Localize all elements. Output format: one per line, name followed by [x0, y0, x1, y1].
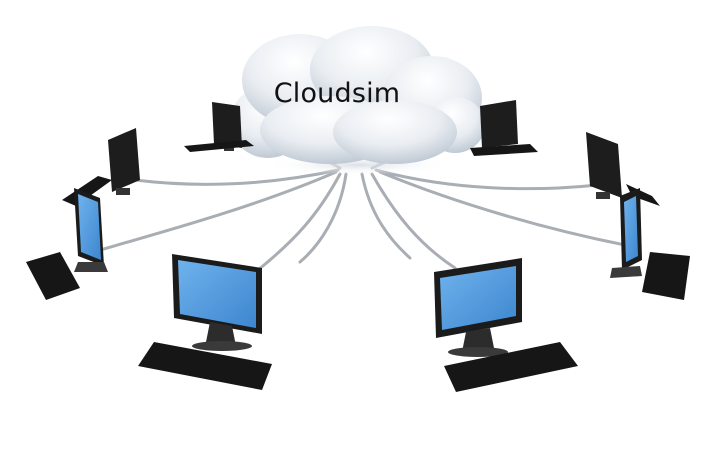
- monitor-back: [480, 100, 518, 148]
- monitor-stand: [596, 192, 610, 199]
- monitor-stand: [206, 322, 236, 346]
- cable-mid-right: [374, 168, 600, 191]
- computer-back-left: [184, 102, 254, 152]
- monitor-stand: [610, 266, 642, 278]
- cable-front-right: [370, 172, 457, 270]
- monitor-back: [212, 102, 242, 148]
- monitor-base: [448, 347, 508, 357]
- monitor-screen: [178, 260, 256, 328]
- cloud-label: Cloudsim: [273, 78, 401, 109]
- keyboard: [444, 342, 578, 392]
- keyboard: [626, 184, 660, 206]
- cable-center-left: [298, 172, 348, 264]
- computer-front-right: [434, 258, 578, 392]
- cable-side-right: [378, 170, 627, 247]
- keyboard: [138, 342, 272, 390]
- cable-front-left: [256, 172, 342, 272]
- monitor-screen: [440, 266, 516, 330]
- monitor-screen: [624, 196, 638, 262]
- keyboard: [184, 140, 254, 152]
- cable-center-right: [360, 172, 412, 260]
- monitor-screen: [78, 194, 101, 260]
- keyboard: [62, 176, 112, 206]
- monitor-back: [586, 132, 622, 198]
- monitor-back: [108, 128, 140, 192]
- computer-mid-left: [62, 128, 140, 206]
- computer-mid-right: [586, 132, 660, 206]
- cloud-icon: [230, 26, 485, 175]
- monitor-stand: [116, 188, 130, 195]
- keyboard: [642, 252, 690, 300]
- cable-side-left: [98, 170, 338, 252]
- cable-mid-left: [133, 168, 340, 186]
- computer-back-right: [470, 100, 538, 156]
- computer-front-left: [138, 254, 272, 390]
- monitor-stand: [462, 328, 494, 352]
- monitor-stand: [74, 262, 108, 272]
- computer-side-left: [26, 188, 108, 300]
- computer-side-right: [610, 188, 690, 300]
- keyboard: [470, 144, 538, 156]
- monitor-base: [192, 341, 252, 351]
- keyboard: [26, 252, 80, 300]
